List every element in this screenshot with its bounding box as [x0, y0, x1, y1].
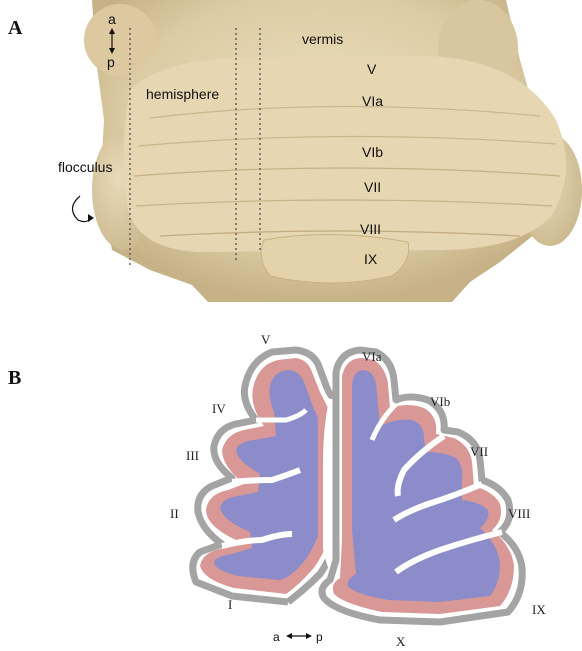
posterior-lobes	[322, 350, 522, 622]
lobule-label-x: X	[396, 634, 406, 649]
lobule-label-ii: II	[170, 506, 179, 521]
panel-a: A a	[8, 0, 582, 302]
flocculus-arrow-head	[88, 214, 94, 222]
photo-posterior-label: p	[107, 54, 115, 70]
lobule-label-iv: IV	[212, 401, 226, 416]
photo-lobule-via: VIa	[362, 93, 383, 109]
lobule-label-via: VIa	[362, 349, 382, 364]
lobule-label-vii: VII	[470, 444, 488, 459]
arrow-head-right	[306, 633, 312, 639]
diagram-orientation: a p	[273, 630, 323, 644]
left-tissue-lobe	[84, 4, 156, 76]
lobule-ix-tissue	[261, 234, 409, 283]
panel-a-letter: A	[8, 17, 23, 39]
photo-anterior-label: a	[108, 11, 116, 27]
photo-lobule-v: V	[367, 61, 377, 77]
arrow-head-left	[286, 633, 292, 639]
lobule-label-vib: VIb	[430, 394, 450, 409]
photo-lobule-viii: VIII	[360, 221, 381, 237]
hemisphere-label: hemisphere	[146, 86, 219, 102]
anterior-lobes	[193, 350, 336, 602]
vermis-label: vermis	[302, 31, 343, 47]
flocculus-label: flocculus	[58, 159, 112, 175]
diagram-posterior-label: p	[316, 630, 323, 644]
panel-b-letter: B	[8, 367, 21, 389]
photo-lobule-ix: IX	[364, 251, 378, 267]
lobule-label-iii: III	[186, 448, 199, 463]
photo-lobule-vib: VIb	[362, 144, 383, 160]
photo-lobule-vii: VII	[364, 179, 381, 195]
diagram-anterior-label: a	[273, 630, 280, 644]
panel-b: B I II III IV V VIa	[8, 332, 546, 649]
lobule-label-i: I	[228, 597, 232, 612]
lobule-label-ix: IX	[532, 602, 546, 617]
lobule-label-v: V	[261, 332, 271, 347]
lobule-label-viii: VIII	[508, 506, 530, 521]
